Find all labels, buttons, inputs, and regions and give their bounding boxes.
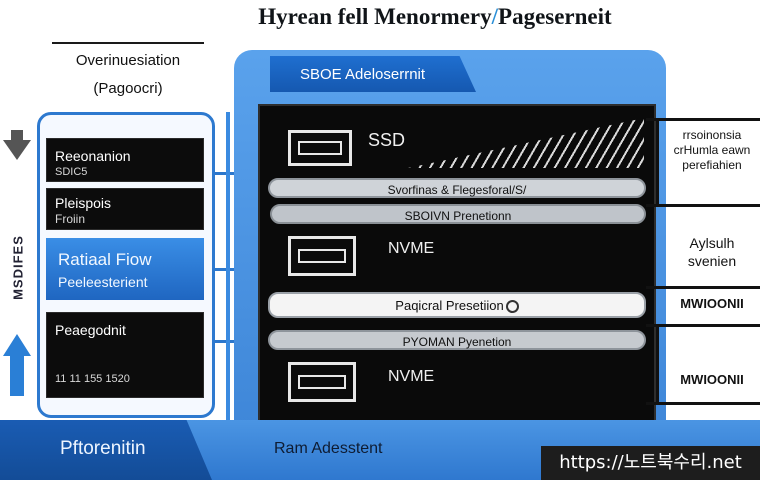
watermark-url: https://노트북수리.net xyxy=(541,446,760,480)
annotation-1: rrsoinonsia crHumla eawn perefiahien xyxy=(673,128,751,172)
bottom-left-label: Pftorenitin xyxy=(60,438,146,459)
vertical-bus-line xyxy=(226,112,230,420)
left-header-title: Overinuesiation xyxy=(75,52,181,69)
nvme-chip-icon xyxy=(288,362,356,402)
ssd-chip-icon xyxy=(288,130,352,166)
annotation-2: Aylsulh svenien xyxy=(687,235,737,269)
page-title: Hyrean fell Menormery/Pageserneit xyxy=(258,4,612,29)
annotation-line xyxy=(646,204,760,207)
left-box-pleispois[interactable]: Pleispois Froiin xyxy=(46,188,204,230)
annotation-bracket xyxy=(656,118,659,206)
left-header-subtitle: (Pagoocri) xyxy=(93,80,163,97)
title-accent-mark: / xyxy=(491,4,499,29)
storage-pill-2[interactable]: SBOIVN Prenetionn xyxy=(270,204,646,224)
main-panel-tab[interactable] xyxy=(270,56,476,92)
ssd-label: SSD xyxy=(368,130,406,150)
nvme-label-2: NVME xyxy=(388,368,435,385)
down-arrow-icon xyxy=(3,140,31,160)
annotation-line xyxy=(646,118,760,121)
annotation-line xyxy=(646,286,760,289)
up-arrow-icon-stem xyxy=(10,356,24,396)
up-arrow-icon xyxy=(3,334,31,356)
nvme-label-1: NVME xyxy=(388,240,435,257)
annotation-bracket xyxy=(656,324,659,404)
storage-pill-1[interactable]: Svorfinas & Flegesforal/S/ xyxy=(268,178,646,198)
left-box-reeonanion[interactable]: Reeonanion SDIC5 xyxy=(46,138,204,182)
annotation-line xyxy=(646,324,760,327)
nvme-chip-icon xyxy=(288,236,356,276)
left-box-ratiaal-fiow[interactable]: Ratiaal Fiow Peeleesterient xyxy=(46,238,204,300)
bottom-center-label: Ram Adesstent xyxy=(274,440,383,457)
storage-pill-3[interactable]: Paqicral Presetiion xyxy=(268,292,646,318)
main-panel-tab-label: SBOE Adeloserrnit xyxy=(300,66,426,83)
annotation-3: MWIOONII xyxy=(680,296,744,311)
storage-pill-4[interactable]: PYOMAN Pyenetion xyxy=(268,330,646,350)
side-vertical-label: MSDIFES xyxy=(10,235,26,300)
ring-icon xyxy=(505,300,519,314)
left-header-rule xyxy=(52,42,204,44)
annotation-4: MWIOONII xyxy=(680,372,744,387)
bottom-left-segment xyxy=(0,420,212,480)
left-box-peaegodnit[interactable]: Peaegodnit 11 11 155 1520 xyxy=(46,312,204,398)
annotation-line xyxy=(646,402,760,405)
